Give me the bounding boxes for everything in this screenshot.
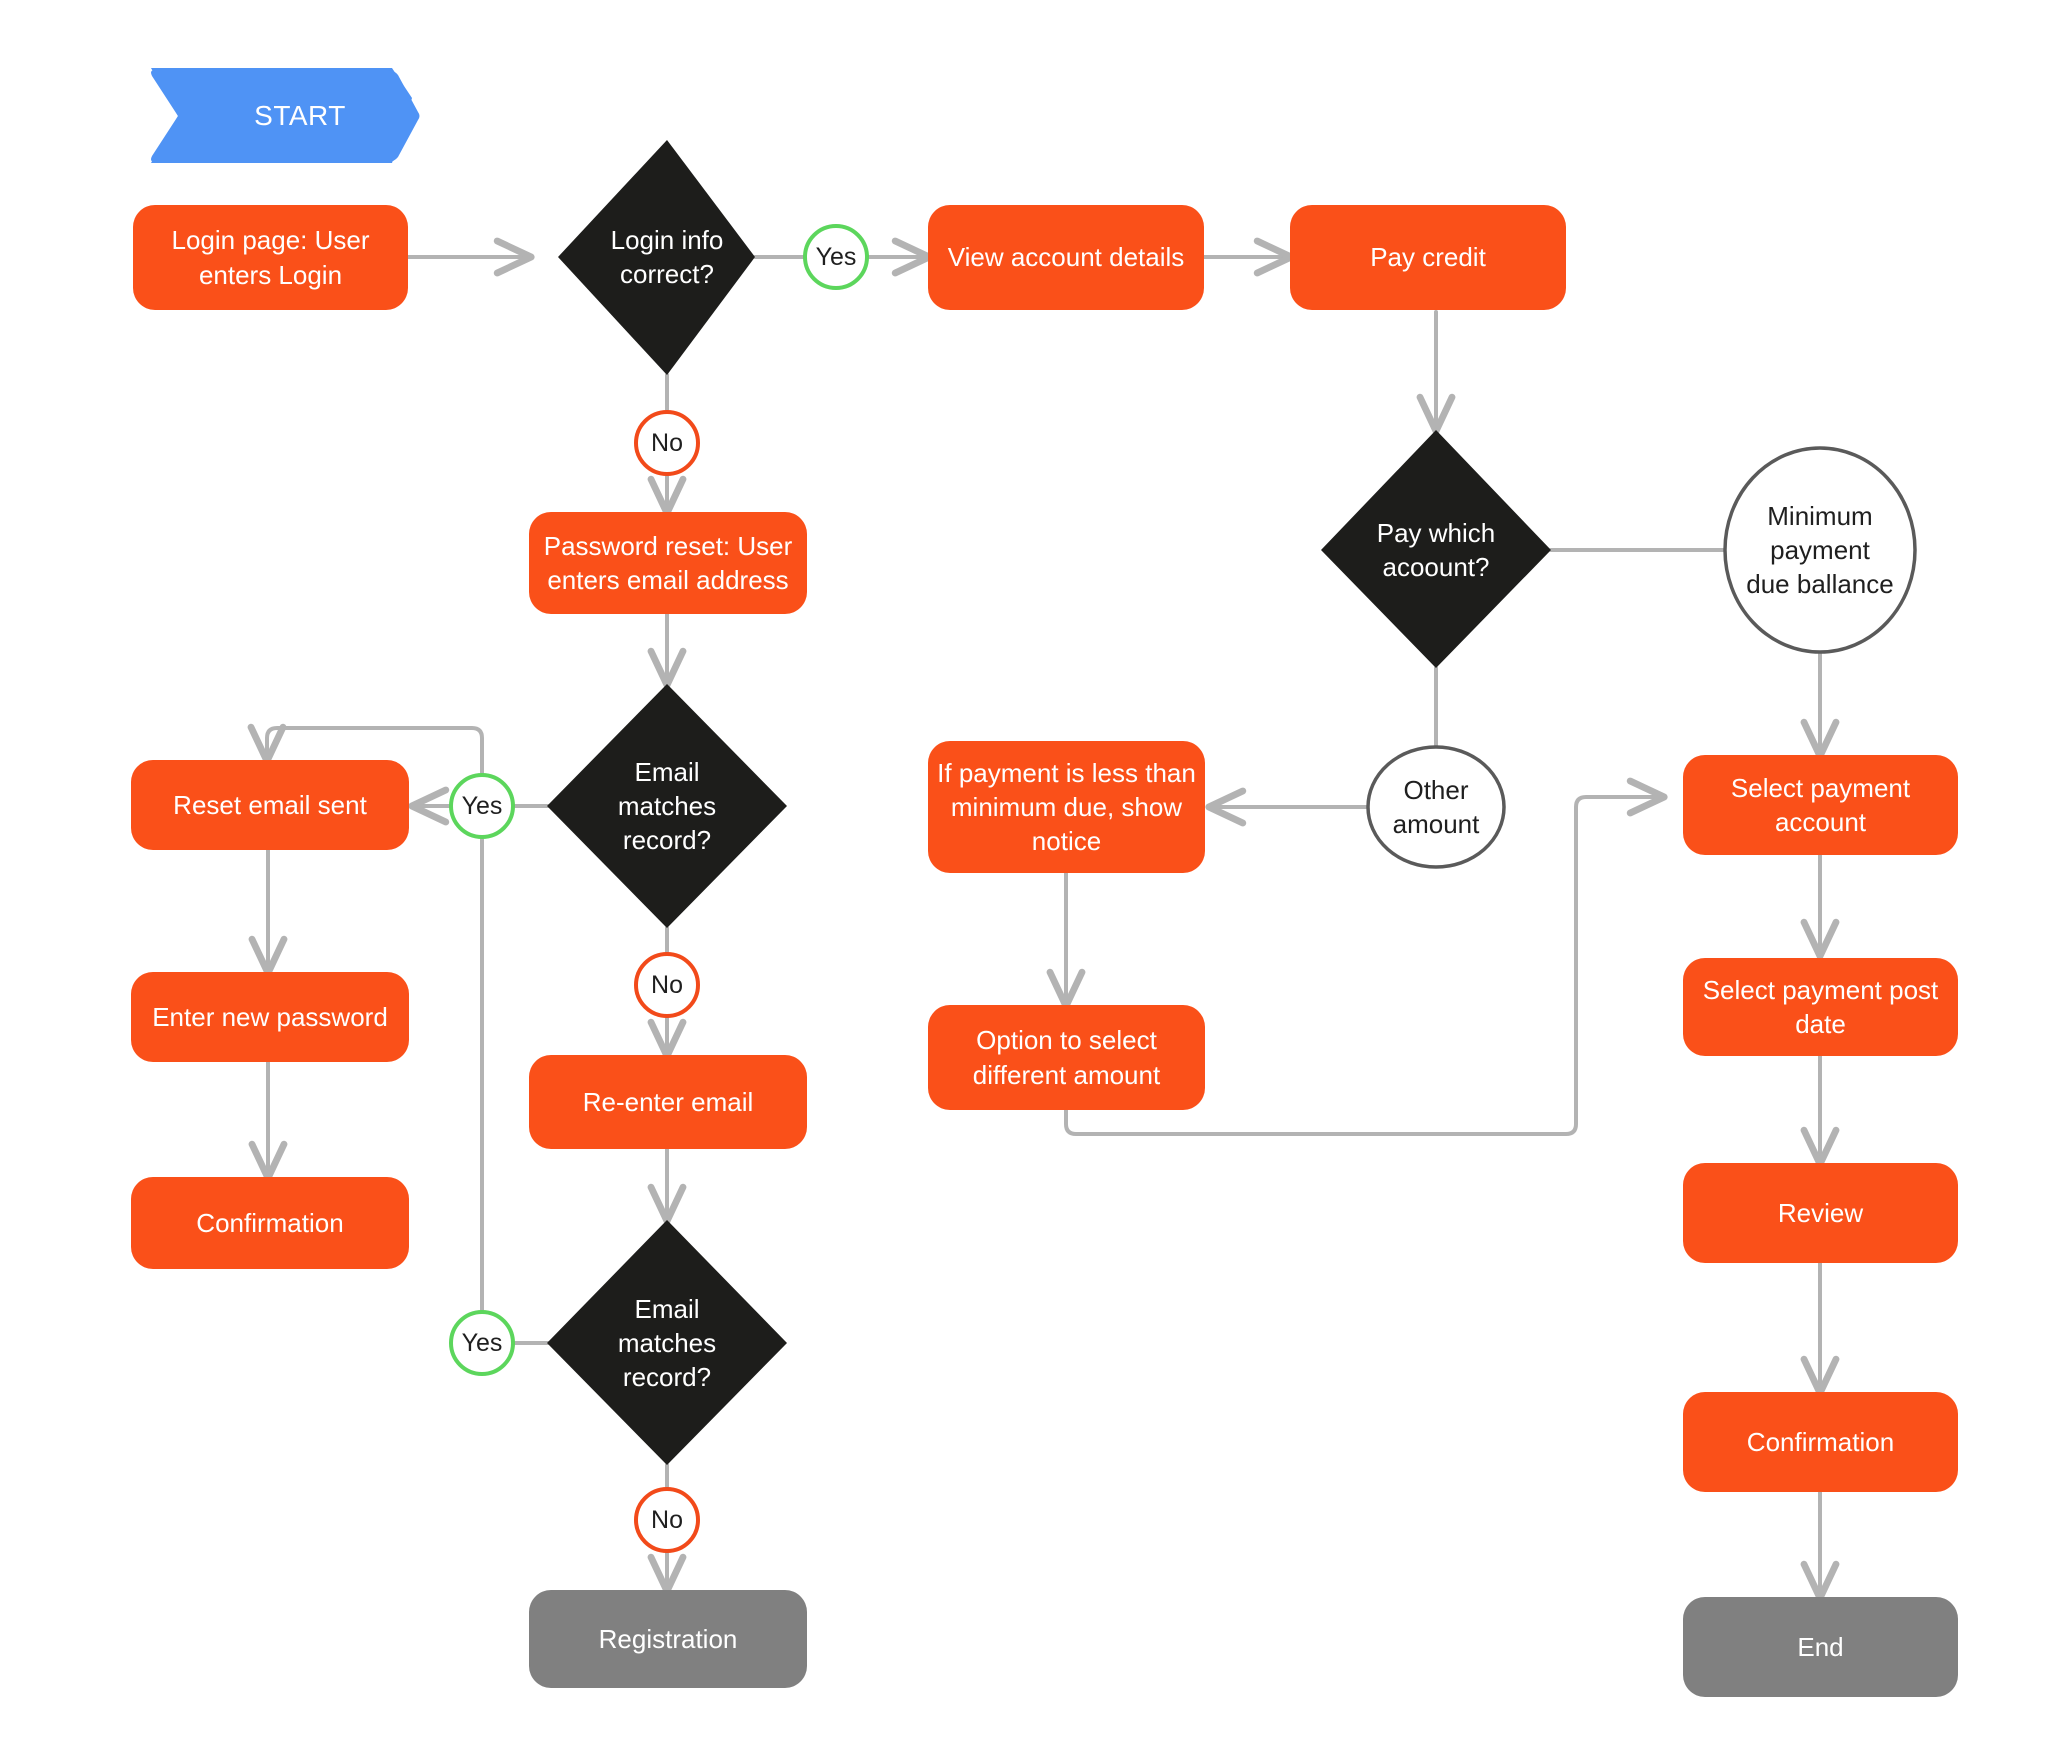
node-pay-credit-shape[interactable] <box>1290 205 1566 310</box>
node-login-info-correct-shape[interactable] <box>558 140 755 375</box>
node-view-account-details-shape[interactable] <box>928 205 1204 310</box>
node-select-payment-account-shape[interactable] <box>1683 755 1958 855</box>
node-confirmation-pay-shape[interactable] <box>1683 1392 1958 1492</box>
badge-no-login-shape[interactable] <box>634 410 700 476</box>
node-start-shape-2 <box>151 70 420 162</box>
badge-yes-email-2-shape[interactable] <box>449 1310 515 1376</box>
node-enter-new-password-shape[interactable] <box>131 972 409 1062</box>
node-registration-shape[interactable] <box>529 1590 807 1688</box>
badge-yes-login-shape[interactable] <box>803 224 869 290</box>
node-login-page-shape[interactable] <box>133 205 408 310</box>
node-other-amount-shape[interactable] <box>1366 745 1506 869</box>
node-pay-which-account-shape[interactable] <box>1321 430 1551 668</box>
node-select-payment-post-date-shape[interactable] <box>1683 958 1958 1056</box>
node-review-shape[interactable] <box>1683 1163 1958 1263</box>
node-email-matches-2-shape[interactable] <box>547 1220 787 1465</box>
node-confirmation-reset-shape[interactable] <box>131 1177 409 1269</box>
badge-no-email-2-shape[interactable] <box>634 1487 700 1553</box>
node-end-shape[interactable] <box>1683 1597 1958 1697</box>
badge-no-email-1-shape[interactable] <box>634 952 700 1018</box>
node-reset-email-sent-shape[interactable] <box>131 760 409 850</box>
node-minimum-payment-shape[interactable] <box>1723 446 1917 654</box>
node-password-reset-shape[interactable] <box>529 512 807 614</box>
edge-yes2-loopback-to-resetemail <box>247 723 484 1315</box>
node-option-different-amount-shape[interactable] <box>928 1005 1205 1110</box>
edge-option-to-selectaccount <box>1064 777 1668 1136</box>
node-less-than-minimum-notice-shape[interactable] <box>928 741 1205 873</box>
node-re-enter-email-shape[interactable] <box>529 1055 807 1149</box>
badge-yes-email-1-shape[interactable] <box>449 773 515 839</box>
node-email-matches-1-shape[interactable] <box>547 684 787 928</box>
